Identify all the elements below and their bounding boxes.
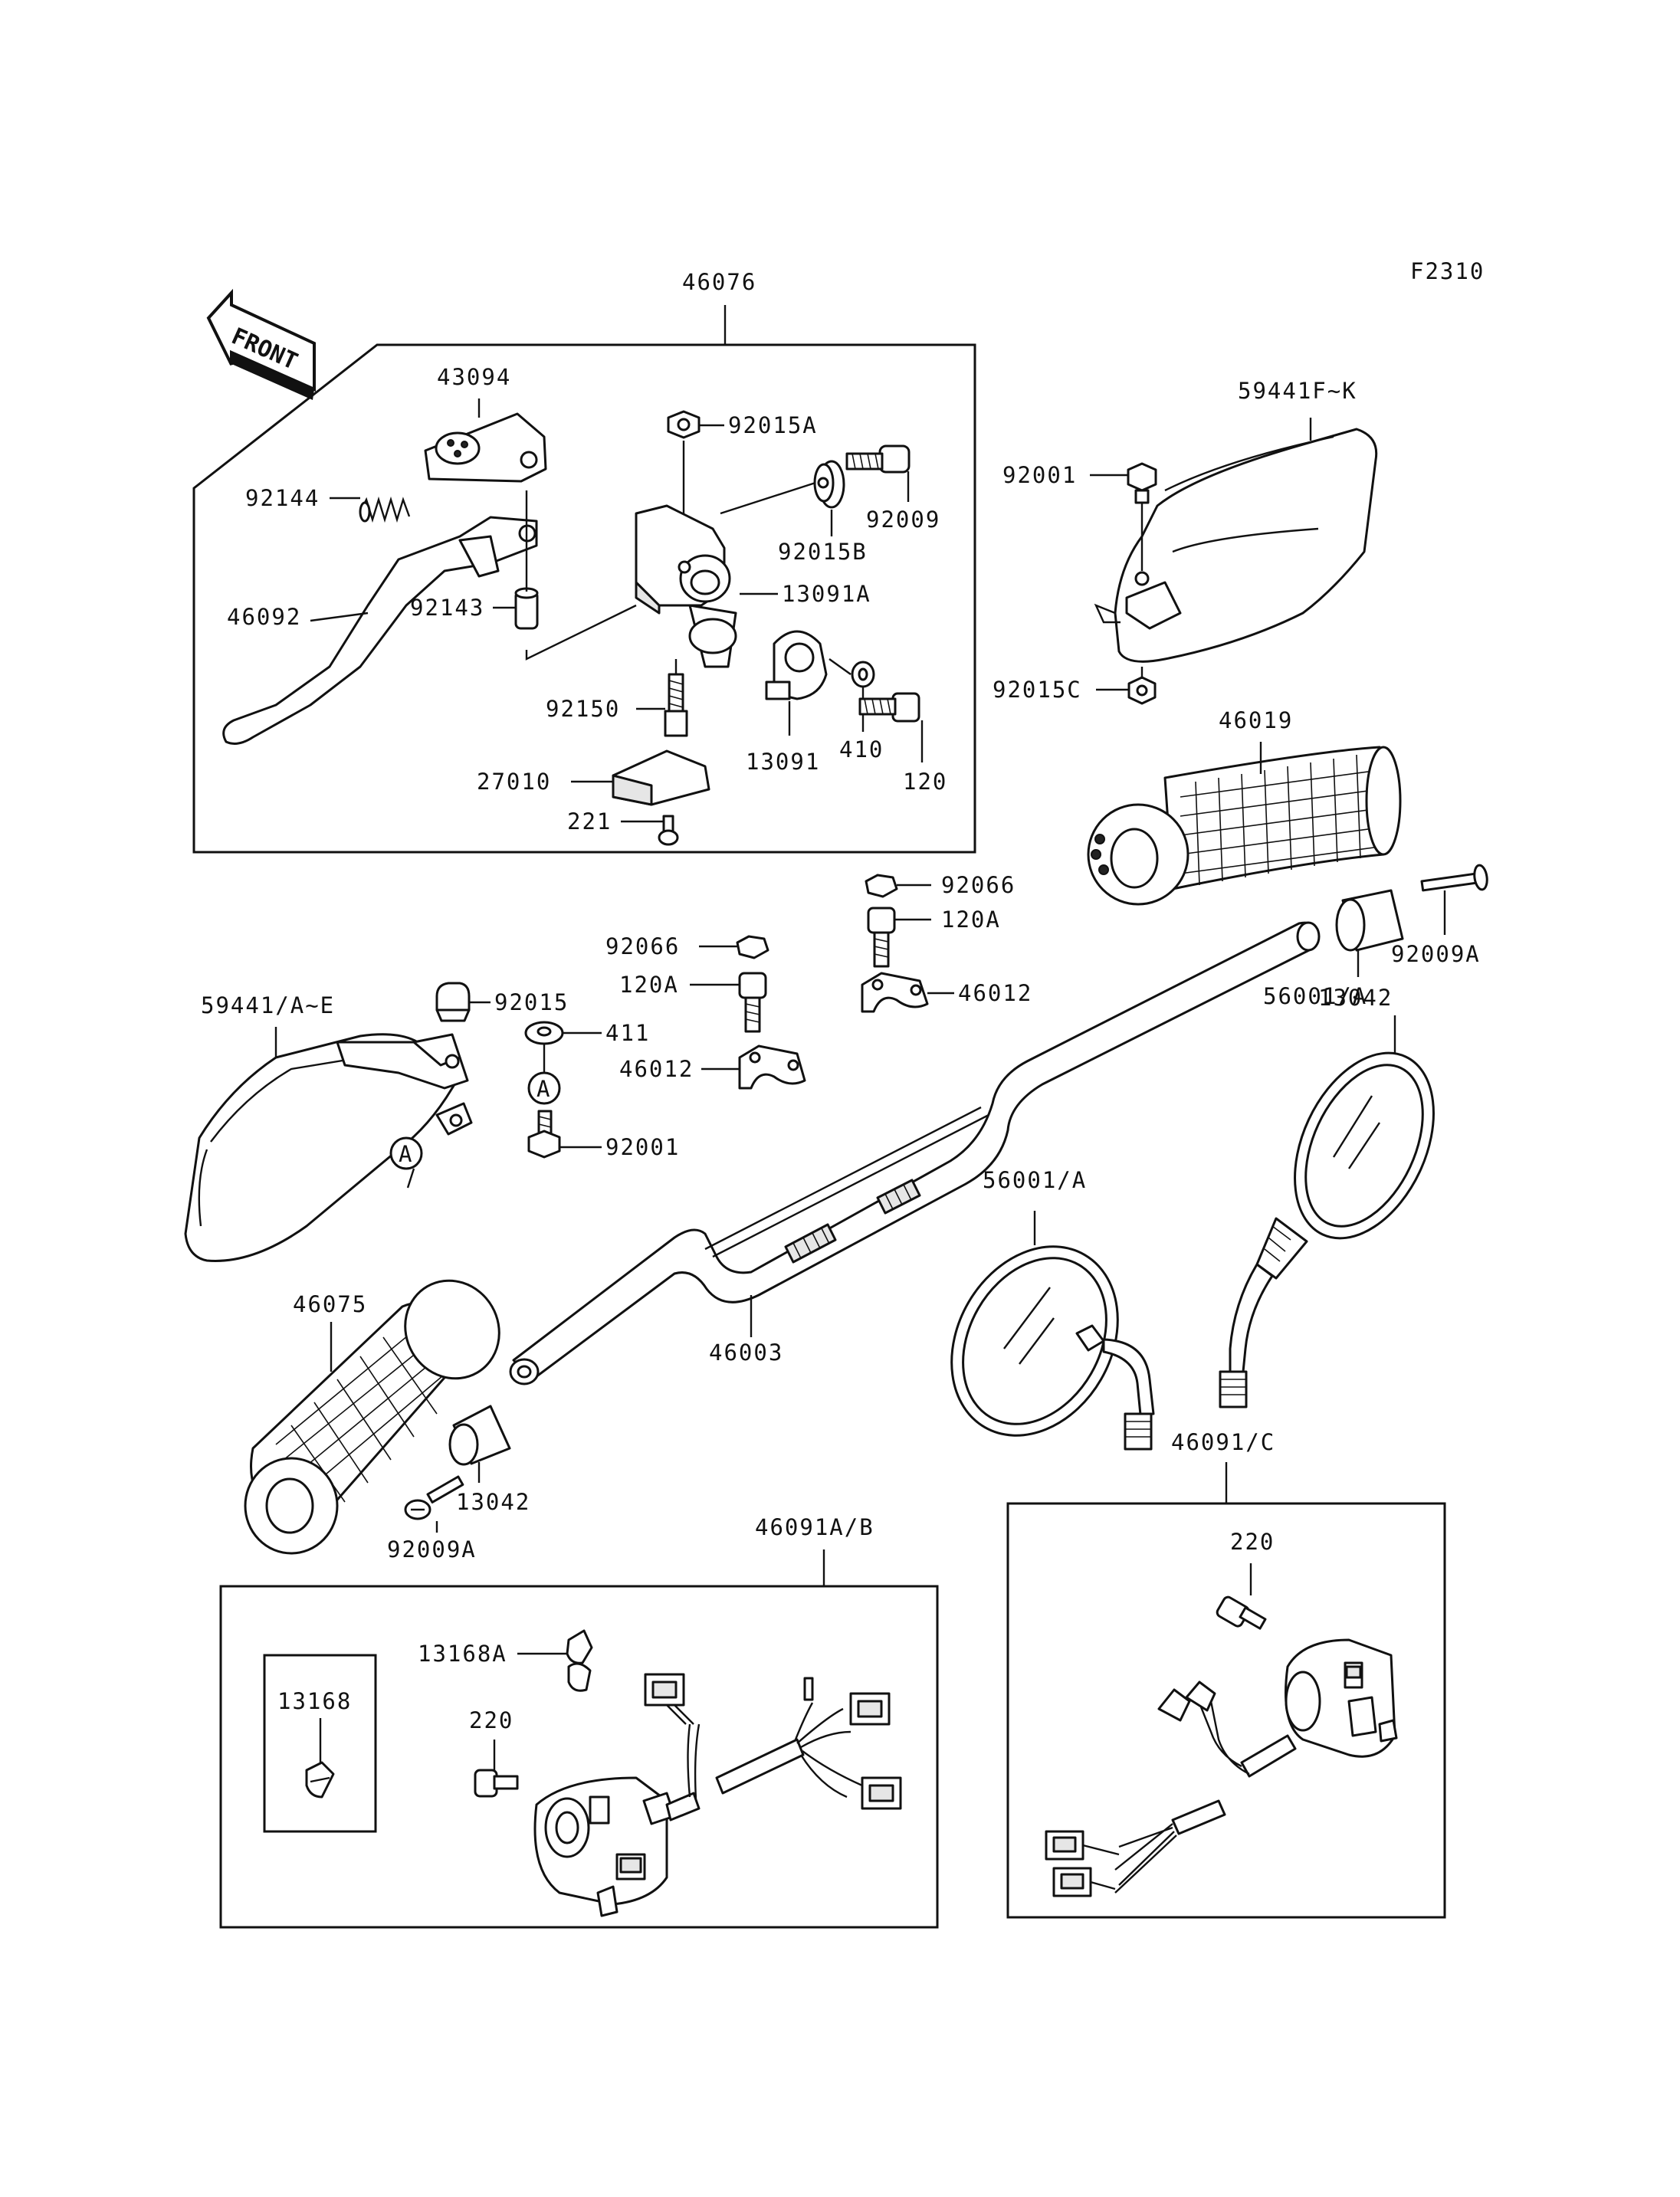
switch-clip-part	[305, 1761, 335, 1799]
lever-bracket-part	[424, 412, 547, 483]
label-92143: 92143	[410, 595, 484, 621]
label-43094: 43094	[437, 364, 511, 390]
lever-assembly-group: 46076 43094 92144 46092	[192, 269, 976, 854]
label-46091C: 46091/C	[1171, 1429, 1275, 1455]
switch-screw-part	[658, 815, 679, 846]
label-59441-A-E: 59441/A~E	[201, 992, 335, 1018]
right-hand-guard-part	[1094, 428, 1378, 663]
guard-mount-hardware: A	[435, 982, 564, 1159]
label-13042-left: 13042	[456, 1489, 530, 1515]
label-46019: 46019	[1219, 707, 1293, 733]
label-220-left: 220	[469, 1707, 514, 1733]
collar-part	[514, 587, 539, 630]
svg-text:A: A	[399, 1141, 413, 1167]
label-27010: 27010	[477, 769, 551, 795]
label-92015A: 92015A	[728, 412, 818, 438]
label-92015: 92015	[494, 989, 569, 1015]
switch-wiring-part	[644, 1673, 902, 1822]
label-13091A: 13091A	[782, 581, 871, 607]
mirror-left-part	[950, 1245, 1155, 1451]
reference-marker-a-left: A	[389, 1136, 423, 1189]
reference-marker-a: A	[536, 1076, 551, 1102]
bar-clamp-upper-right	[861, 874, 929, 1013]
label-46091AB: 46091A/B	[755, 1514, 874, 1540]
left-grip-part	[244, 1279, 500, 1555]
right-grip-part	[1087, 746, 1402, 906]
nut-part	[667, 410, 701, 439]
label-92150: 92150	[546, 696, 620, 722]
bolt-part	[858, 692, 920, 723]
label-46012-center: 46012	[619, 1056, 694, 1082]
switch-clip-a-part	[566, 1629, 593, 1692]
grip-texture	[1180, 754, 1380, 886]
label-59441F-K: 59441F~K	[1238, 378, 1357, 404]
label-92015C: 92015C	[993, 677, 1082, 703]
guard-bolt-part	[1127, 462, 1157, 504]
label-46003: 46003	[709, 1340, 783, 1366]
washer-part	[851, 661, 875, 688]
adjuster-screw-part	[845, 444, 911, 474]
clutch-switch-part	[612, 749, 710, 806]
left-switch-group: 46091A/B 13168 13168A 220	[219, 1514, 939, 1929]
label-56001A-right: 56001/A	[1263, 983, 1367, 1009]
figure-code: F2310	[1410, 258, 1485, 284]
switch-screw-part	[1216, 1595, 1267, 1630]
spring-part	[359, 496, 411, 523]
label-410: 410	[839, 736, 884, 762]
label-92009A-left: 92009A	[387, 1536, 477, 1562]
label-92001-top: 92001	[1002, 462, 1077, 488]
bar-end-weight-left	[448, 1405, 511, 1466]
label-120A-right: 120A	[941, 907, 1001, 933]
handlebar-part	[509, 921, 1321, 1385]
mirror-right-part	[1219, 1051, 1435, 1408]
front-arrow-icon: FRONT	[206, 288, 316, 400]
right-handlebar-switch-part	[1285, 1638, 1398, 1758]
right-switch-group: 46091/C 220	[1006, 1429, 1446, 1919]
label-46076: 46076	[682, 269, 756, 295]
label-92009A-right: 92009A	[1391, 941, 1481, 967]
bar-end-weight-right	[1335, 889, 1404, 952]
label-120A-center: 120A	[619, 972, 679, 998]
clamp-part	[765, 630, 828, 700]
label-13091: 13091	[746, 749, 820, 775]
bar-end-screw-left	[404, 1475, 464, 1520]
label-13042-right: 13042	[1318, 985, 1393, 1011]
bar-clamp-upper-left	[736, 935, 806, 1090]
grip-texture	[275, 1317, 453, 1503]
label-46012-right: 46012	[958, 980, 1032, 1006]
label-13168: 13168	[277, 1688, 352, 1714]
stud-part	[664, 673, 688, 737]
label-92001-left: 92001	[605, 1134, 680, 1160]
label-92144: 92144	[245, 485, 320, 511]
bar-end-screw-right	[1420, 864, 1488, 892]
label-56001A-left: 56001/A	[983, 1167, 1087, 1193]
switch-screw-part	[474, 1769, 519, 1798]
label-221: 221	[567, 808, 612, 835]
label-411: 411	[605, 1020, 650, 1046]
adjuster-nut-part	[813, 460, 845, 509]
label-120: 120	[903, 769, 947, 795]
label-92015B: 92015B	[778, 539, 868, 565]
label-92066-right: 92066	[941, 872, 1016, 898]
clutch-lever-part	[222, 516, 538, 745]
label-46075: 46075	[293, 1291, 367, 1317]
label-220-right: 220	[1230, 1529, 1275, 1555]
label-46092: 46092	[227, 604, 301, 630]
left-hand-guard-part	[184, 1033, 473, 1262]
label-13168A: 13168A	[418, 1641, 507, 1667]
switch-wiring-part	[1045, 1681, 1297, 1897]
label-92009: 92009	[866, 507, 940, 533]
left-handlebar-switch-part	[533, 1776, 676, 1917]
label-92066-center: 92066	[605, 933, 680, 959]
guard-nut-part	[1127, 676, 1157, 705]
lever-holder-part	[635, 504, 737, 668]
